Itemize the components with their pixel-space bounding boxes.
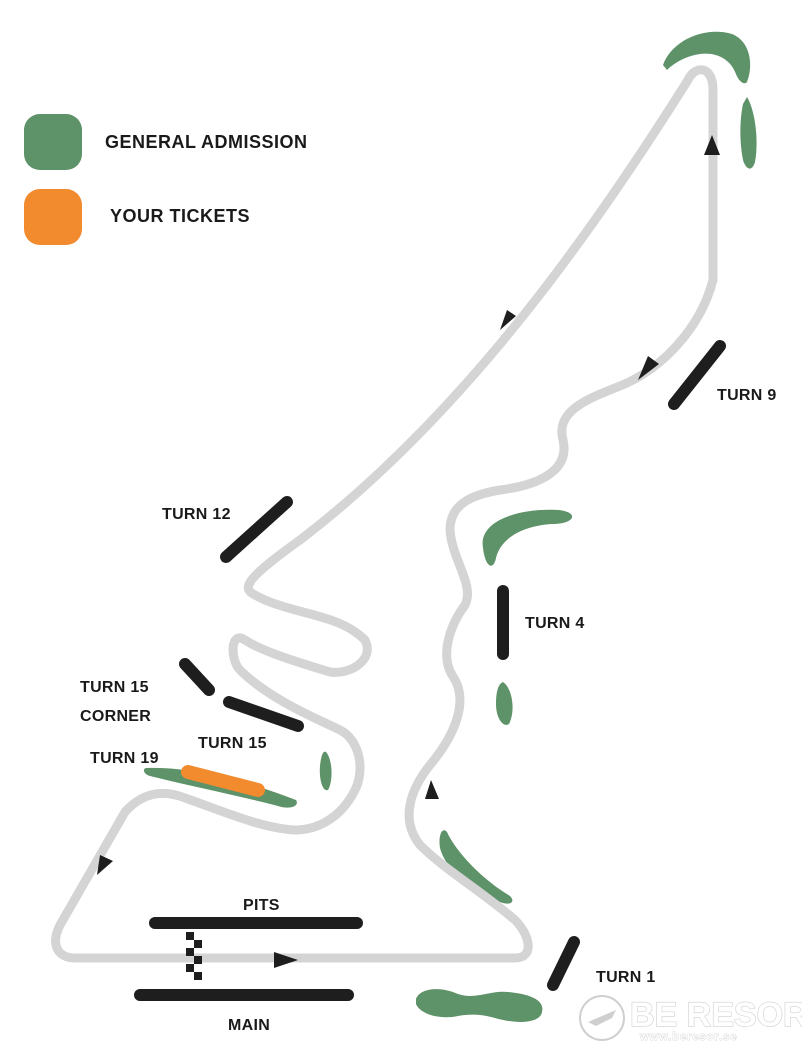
label-turn-4: TURN 4 bbox=[525, 615, 585, 632]
direction-arrow-icon bbox=[500, 310, 516, 330]
direction-arrow-icon bbox=[704, 135, 720, 155]
label-turn-15-corner-line2: CORNER bbox=[80, 708, 151, 725]
ga-area-turn4-lower bbox=[496, 682, 513, 725]
stand-turn-9 bbox=[668, 340, 726, 410]
direction-arrow-icon bbox=[425, 780, 439, 799]
ga-area-turn19 bbox=[143, 767, 297, 808]
stand-turn-12 bbox=[220, 496, 293, 563]
ga-area-turn9-upper bbox=[740, 97, 757, 169]
general-admission-swatch bbox=[24, 114, 82, 170]
race-track bbox=[51, 65, 718, 963]
brand-logo: BE RESOR www.beresor.se bbox=[579, 995, 802, 1043]
label-main: MAIN bbox=[228, 1017, 270, 1034]
direction-arrow-icon bbox=[638, 356, 659, 380]
grandstands bbox=[134, 340, 726, 1001]
label-turn-15: TURN 15 bbox=[198, 735, 267, 752]
direction-arrows bbox=[97, 135, 720, 968]
label-turn-1: TURN 1 bbox=[596, 969, 656, 986]
stand-turn-15 bbox=[223, 696, 304, 732]
general-admission-areas bbox=[143, 31, 757, 1022]
label-pits: PITS bbox=[243, 897, 280, 914]
label-turn-19: TURN 19 bbox=[90, 750, 159, 767]
stand-turn-15-corner bbox=[179, 658, 215, 696]
general-admission-label: GENERAL ADMISSION bbox=[105, 132, 308, 152]
ga-area-turn1-bottom bbox=[416, 989, 543, 1022]
direction-arrow-icon bbox=[97, 855, 113, 875]
label-turn-15-corner-line1: TURN 15 bbox=[80, 679, 149, 696]
your-tickets-label: YOUR TICKETS bbox=[110, 206, 251, 226]
ga-area-turn4-upper bbox=[482, 509, 573, 566]
label-turn-12: TURN 12 bbox=[162, 506, 231, 523]
your-tickets-section bbox=[181, 765, 265, 797]
direction-arrow-icon bbox=[274, 952, 298, 968]
start-finish-line bbox=[186, 932, 202, 980]
brand-name: BE RESOR bbox=[630, 996, 802, 1034]
ga-area-turn15 bbox=[319, 751, 332, 791]
brand-url: www.beresor.se bbox=[639, 1031, 737, 1043]
stand-turn-1 bbox=[547, 936, 580, 991]
ga-area-top bbox=[663, 31, 751, 84]
label-turn-9: TURN 9 bbox=[717, 387, 777, 404]
your-tickets-swatch bbox=[24, 189, 82, 245]
